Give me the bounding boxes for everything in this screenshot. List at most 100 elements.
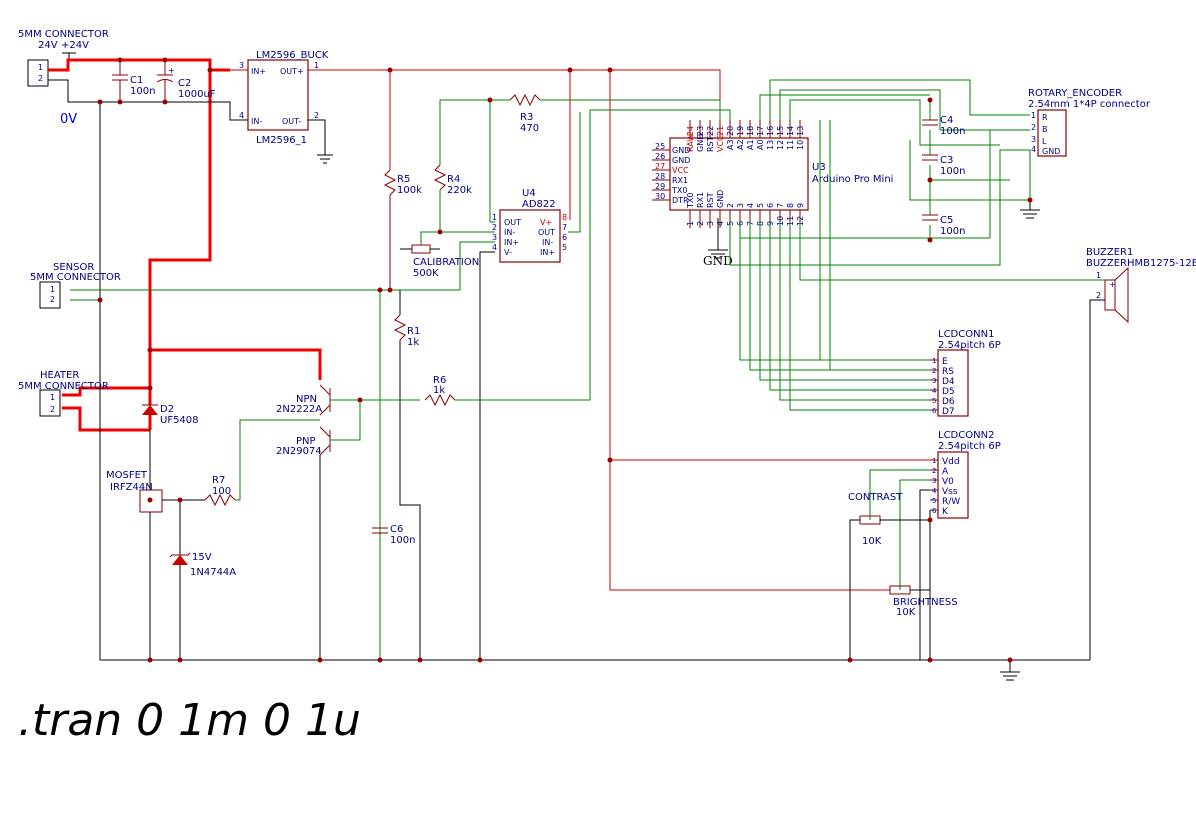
- arduino-top-pin-label: 11: [786, 140, 795, 150]
- arduino-top-pin-number: 19: [736, 126, 745, 136]
- svg-text:OUT+: OUT+: [280, 67, 304, 76]
- svg-text:100n: 100n: [130, 86, 155, 97]
- arduino-top-pin-number: 14: [786, 126, 795, 136]
- svg-text:IN-: IN-: [542, 238, 553, 247]
- lcd-pin-label: RS: [942, 367, 954, 377]
- svg-text:NPN: NPN: [296, 394, 317, 405]
- svg-text:IN-: IN-: [251, 117, 262, 126]
- svg-text:ROTARY_ENCODER: ROTARY_ENCODER: [1028, 88, 1122, 99]
- arduino-top-pin-number: 24: [686, 126, 695, 136]
- svg-text:GND: GND: [703, 254, 733, 268]
- resistor-r7: R7 100: [204, 419, 320, 507]
- svg-text:R4: R4: [447, 174, 460, 185]
- arduino-top-pin-number: 23: [696, 126, 705, 136]
- svg-text:D2: D2: [160, 404, 174, 415]
- potentiometer-calibration: CALIBRATION 500K: [400, 231, 479, 279]
- arduino-left-pin-number: 27: [655, 162, 665, 171]
- arduino-top-pin-label: RST: [706, 136, 715, 152]
- lcd-pin-label: R/W: [942, 497, 960, 507]
- svg-text:4: 4: [1031, 145, 1036, 154]
- svg-text:100n: 100n: [940, 226, 965, 237]
- arduino-bottom-pin-label: 5: [756, 203, 765, 208]
- svg-text:PNP: PNP: [296, 436, 316, 447]
- svg-text:1: 1: [38, 63, 43, 72]
- svg-text:BUZZERHMB1275-12B: BUZZERHMB1275-12B: [1086, 258, 1196, 269]
- svg-text:CONTRAST: CONTRAST: [848, 492, 903, 503]
- lcd-pin-label: K: [942, 507, 949, 517]
- svg-text:100n: 100n: [390, 535, 415, 546]
- svg-text:4: 4: [492, 243, 497, 252]
- svg-text:OUT-: OUT-: [282, 117, 301, 126]
- arduino-bottom-pin-label: TX0: [686, 193, 695, 209]
- ground-rail: [100, 659, 1090, 681]
- arduino-top-pin-label: 12: [776, 140, 785, 150]
- svg-text:IN+: IN+: [251, 67, 266, 76]
- diode-d2: D2 UF5408: [142, 404, 199, 426]
- svg-text:3: 3: [492, 233, 497, 242]
- svg-text:U3: U3: [812, 162, 826, 173]
- svg-text:L: L: [1042, 137, 1047, 146]
- svg-text:24V: 24V: [38, 40, 58, 51]
- capacitor-c5: C5 100n: [922, 214, 965, 237]
- svg-text:GND: GND: [1042, 147, 1060, 156]
- arduino-left-pin-label: DTR: [672, 196, 689, 205]
- arduino-top-pin-label: A0: [756, 139, 765, 150]
- svg-text:2: 2: [50, 295, 55, 304]
- power-connector: 1 2 5MM CONNECTOR 24V +24V 0V: [18, 29, 109, 127]
- svg-text:AD822: AD822: [522, 199, 556, 210]
- arduino-top-pin-number: 21: [716, 126, 725, 136]
- svg-text:B: B: [1042, 125, 1048, 134]
- svg-text:UF5408: UF5408: [160, 415, 199, 426]
- arduino-left-pin-number: 30: [655, 192, 665, 201]
- svg-text:1: 1: [314, 61, 319, 70]
- svg-text:R6: R6: [433, 375, 446, 386]
- svg-text:5: 5: [562, 243, 567, 252]
- svg-text:R3: R3: [520, 112, 533, 123]
- arduino-bottom-pin-label: 6: [766, 203, 775, 208]
- svg-text:U4: U4: [522, 188, 536, 199]
- svg-text:2.54mm 1*4P connector: 2.54mm 1*4P connector: [1028, 99, 1151, 110]
- arduino-bottom-pin-number: 10: [776, 216, 785, 226]
- arduino-bottom-pin-label: 2: [726, 203, 735, 208]
- svg-text:1: 1: [492, 213, 497, 222]
- svg-text:SENSOR: SENSOR: [53, 262, 94, 273]
- arduino-bottom-pin-label: 4: [746, 203, 755, 208]
- svg-text:2: 2: [314, 111, 319, 120]
- arduino-bottom-pin-number: 1: [686, 221, 695, 226]
- svg-text:BRIGHTNESS: BRIGHTNESS: [893, 597, 958, 608]
- svg-text:5MM CONNECTOR: 5MM CONNECTOR: [30, 272, 121, 283]
- svg-text:1N4744A: 1N4744A: [190, 567, 236, 578]
- lcd-pin-number: 6: [932, 407, 937, 415]
- lcd-pin-number: 4: [932, 387, 937, 395]
- capacitor-c6: C6 100n: [372, 524, 415, 546]
- transistor-pnp: PNP 2N29074: [276, 426, 331, 457]
- svg-text:R1: R1: [407, 326, 420, 337]
- capacitor-c3: C3 100n: [922, 154, 965, 177]
- resistor-r5: R5 100k: [383, 169, 422, 290]
- lcd-pin-number: 3: [932, 477, 936, 485]
- resistor-r6: R6 1k: [424, 109, 731, 407]
- svg-text:R7: R7: [212, 475, 225, 486]
- svg-text:C5: C5: [940, 215, 953, 226]
- svg-text:LCDCONN1: LCDCONN1: [938, 329, 994, 340]
- svg-text:5MM CONNECTOR: 5MM CONNECTOR: [18, 381, 109, 392]
- arduino-left-pin-number: 26: [655, 152, 665, 161]
- svg-text:OUT: OUT: [504, 218, 521, 227]
- capacitor-c1: C1 100n: [112, 60, 155, 102]
- svg-text:2.54pitch 6P: 2.54pitch 6P: [938, 441, 1001, 452]
- lcd-pin-number: 6: [932, 507, 937, 515]
- arduino-left-pin-label: GND: [672, 146, 690, 155]
- opamp-u4: U4 AD822 OUT IN- IN+ V- 1 2 3 4 V+ OUT I…: [492, 188, 567, 263]
- transistor-npn: NPN 2N2222A: [276, 384, 331, 416]
- mosfet-irfz44n: MOSFET IRFZ44N: [106, 470, 205, 660]
- svg-text:1: 1: [1096, 271, 1101, 280]
- svg-text:BUZZER1: BUZZER1: [1086, 247, 1133, 258]
- heater-connector: HEATER 5MM CONNECTOR 1 2: [18, 370, 109, 417]
- svg-text:C3: C3: [940, 155, 953, 166]
- junctions: [97, 57, 1033, 663]
- svg-text:V+: V+: [540, 218, 552, 227]
- lcd-connector-1: LCDCONN1 2.54pitch 6P: [937, 329, 1001, 417]
- svg-text:Arduino Pro Mini: Arduino Pro Mini: [812, 174, 893, 185]
